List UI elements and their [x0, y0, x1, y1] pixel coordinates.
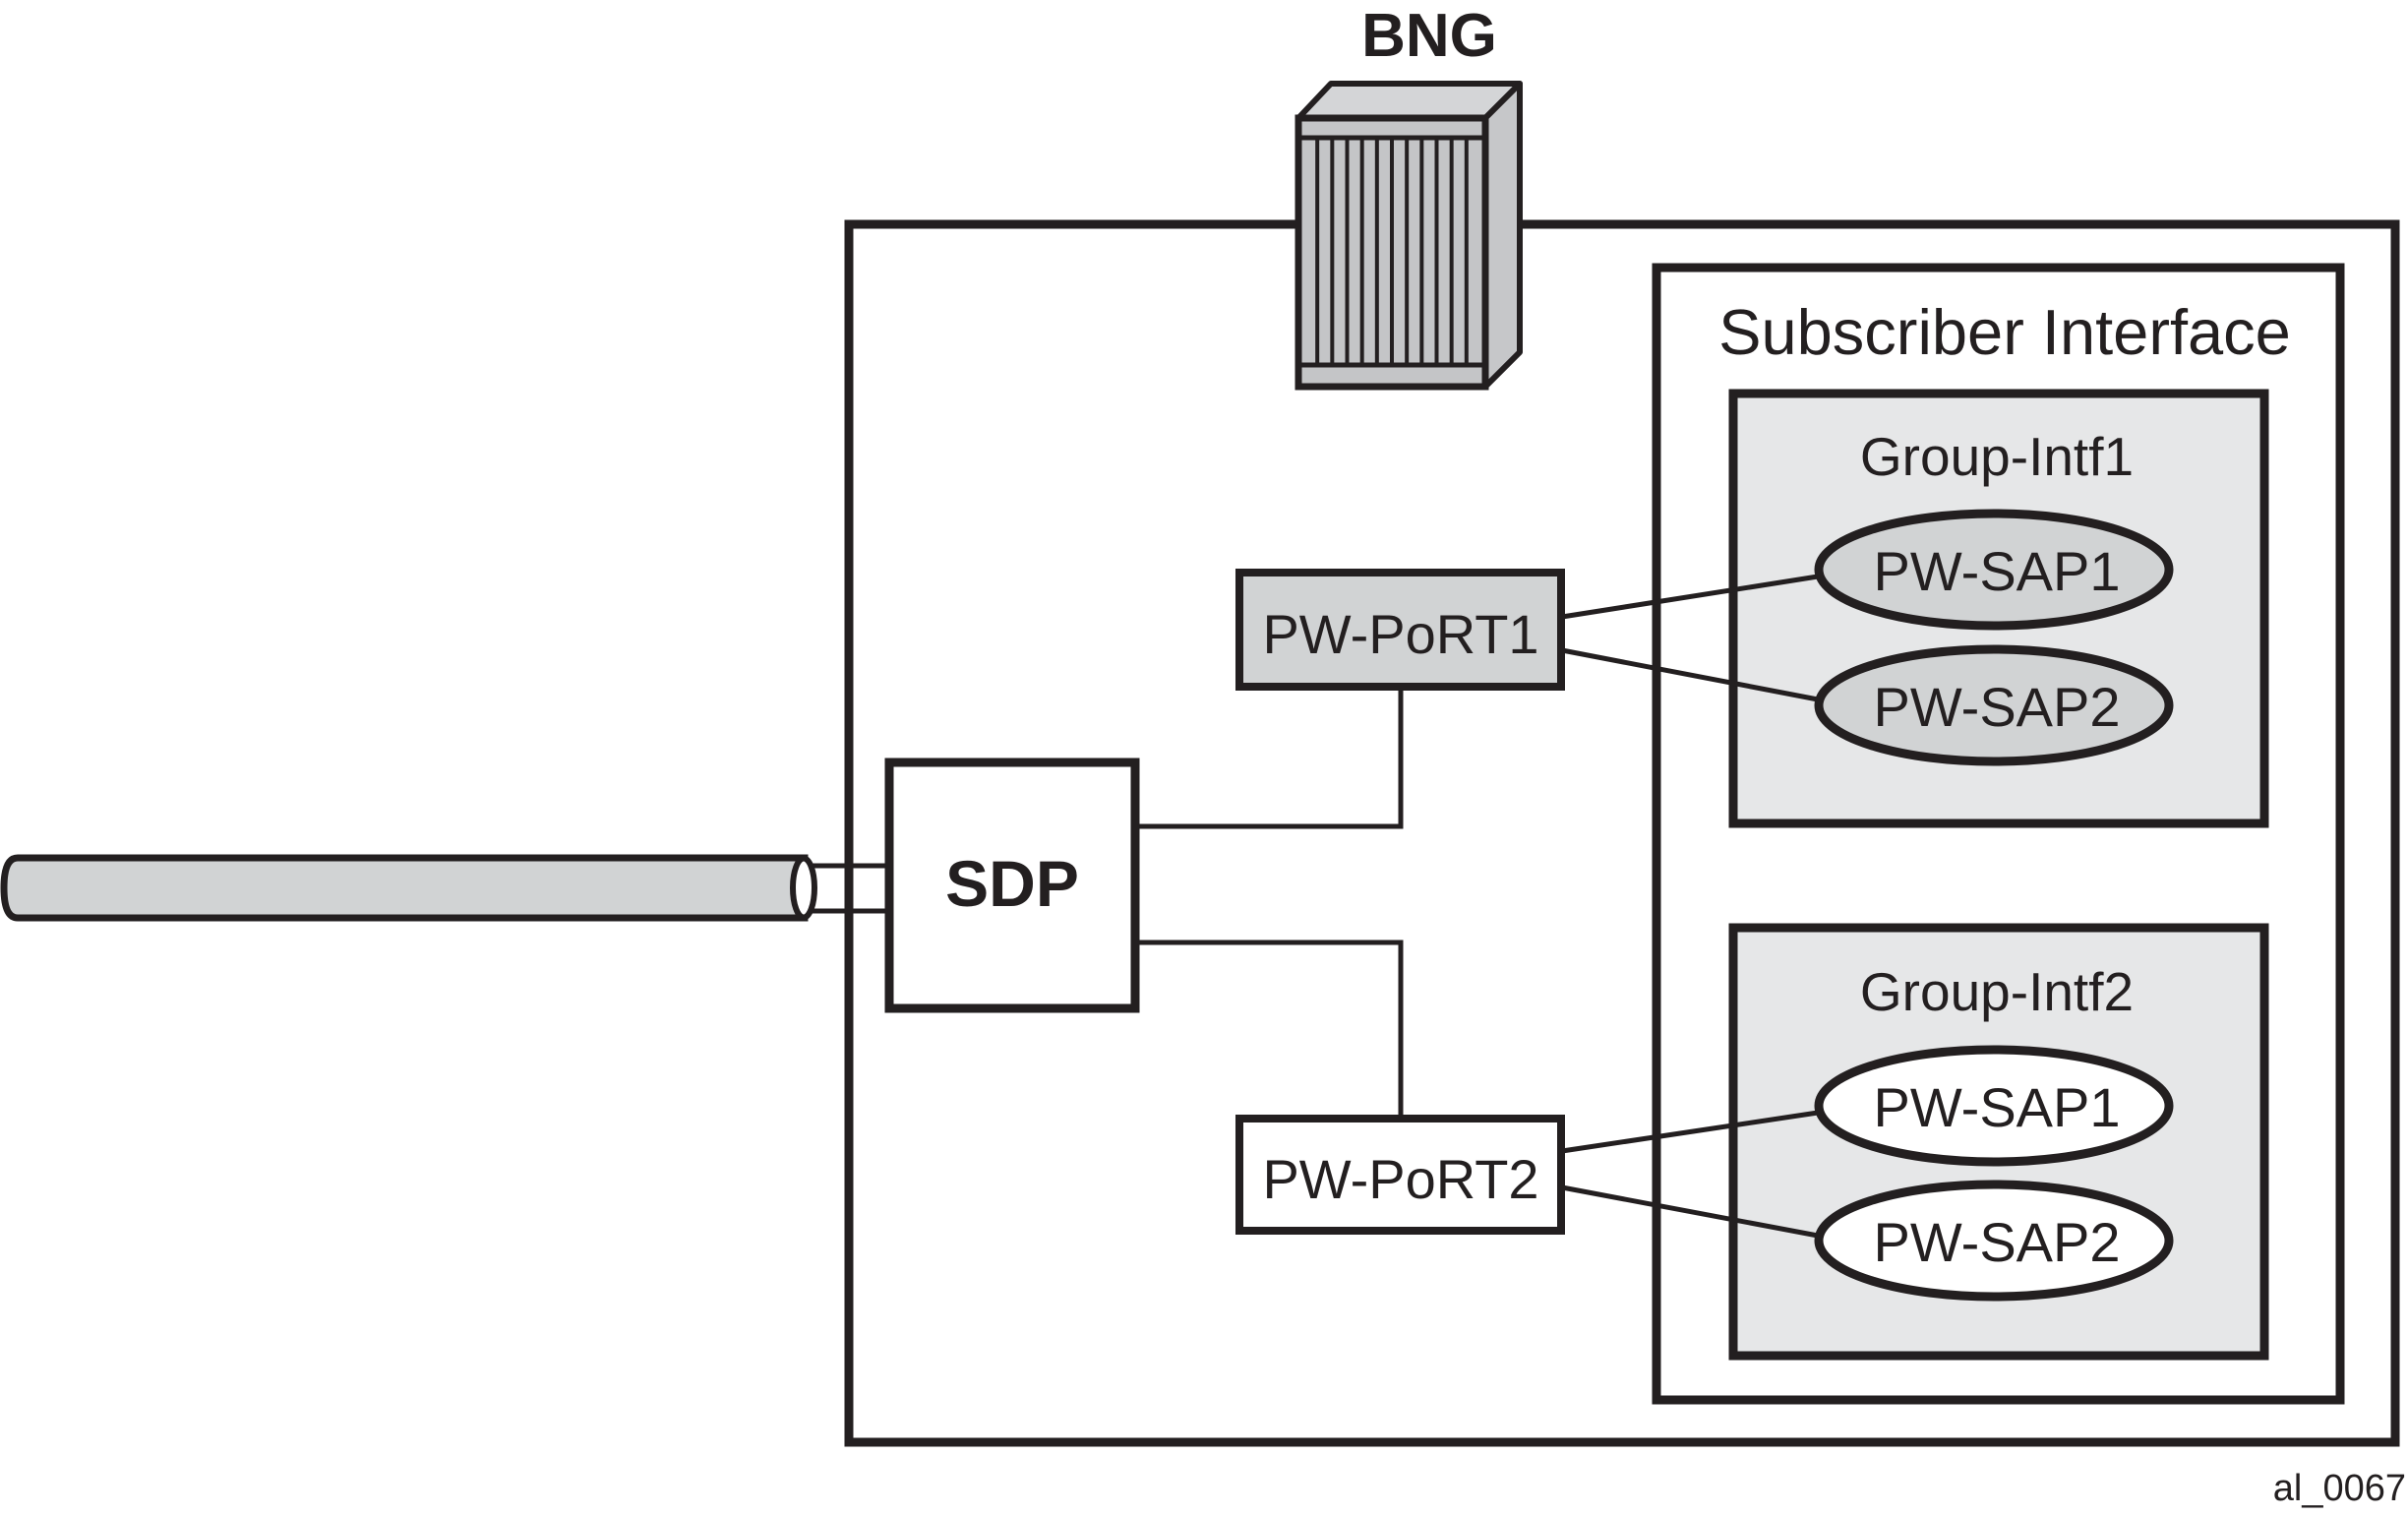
pw-port-1-label: PW-PoRT1 [1262, 603, 1538, 665]
sap-group1-2[interactable]: PW-SAP2 [1814, 644, 2174, 766]
sap-ellipse [1814, 509, 2174, 631]
link-port2-sap1 [1561, 1110, 1819, 1154]
pw-port-2[interactable]: PW-PoRT2 [1235, 1115, 1565, 1235]
group-interface-1-title: Group-Intf1 [1860, 426, 2134, 487]
link-port1-sap1 [1561, 574, 1819, 620]
sdp-port-links [1136, 688, 1404, 1117]
sap-label: PW-SAP1 [1873, 1076, 2120, 1138]
link-sdp-port2 [1136, 940, 1404, 1117]
sap-label: PW-SAP2 [1873, 1211, 2120, 1273]
sdp-label: SDP [945, 847, 1079, 920]
pw-port-2-label: PW-PoRT2 [1262, 1148, 1538, 1210]
tunnel-pipe-icon [0, 854, 887, 922]
sap-group2-2[interactable]: PW-SAP2 [1814, 1180, 2174, 1302]
sap-group2-1[interactable]: PW-SAP1 [1814, 1045, 2174, 1167]
tunnel-body [0, 854, 809, 922]
pw-port-2-box [1235, 1115, 1565, 1235]
group-interface-2-title: Group-Intf2 [1860, 961, 2134, 1022]
figure-id: al_0067 [2273, 1468, 2406, 1509]
tunnel-end [790, 855, 817, 921]
port-sap-links [1561, 574, 1819, 1239]
pw-port-1-box [1235, 569, 1565, 691]
link-port1-sap2 [1561, 647, 1819, 702]
link-port2-sap2 [1561, 1184, 1819, 1239]
sdp[interactable]: SDP [884, 758, 1140, 1013]
chassis-slats [1315, 140, 1469, 363]
link-sdp-port1 [1136, 688, 1404, 829]
chassis-side [1482, 81, 1523, 390]
sdp-box [884, 758, 1140, 1013]
bng-box [844, 219, 2400, 1447]
sap-ellipse [1814, 1045, 2174, 1167]
router-chassis-icon [1294, 81, 1523, 391]
sap-ellipse [1814, 1180, 2174, 1302]
sap-group1-1[interactable]: PW-SAP1 [1814, 509, 2174, 631]
subscriber-interface-title: Subscriber Interface [1718, 296, 2291, 368]
pw-port-1[interactable]: PW-PoRT1 [1235, 569, 1565, 691]
sap-label: PW-SAP1 [1873, 540, 2120, 602]
sap-ellipse [1814, 644, 2174, 766]
sap-label: PW-SAP2 [1873, 676, 2120, 738]
bng-label: BNG [1361, 2, 1497, 70]
